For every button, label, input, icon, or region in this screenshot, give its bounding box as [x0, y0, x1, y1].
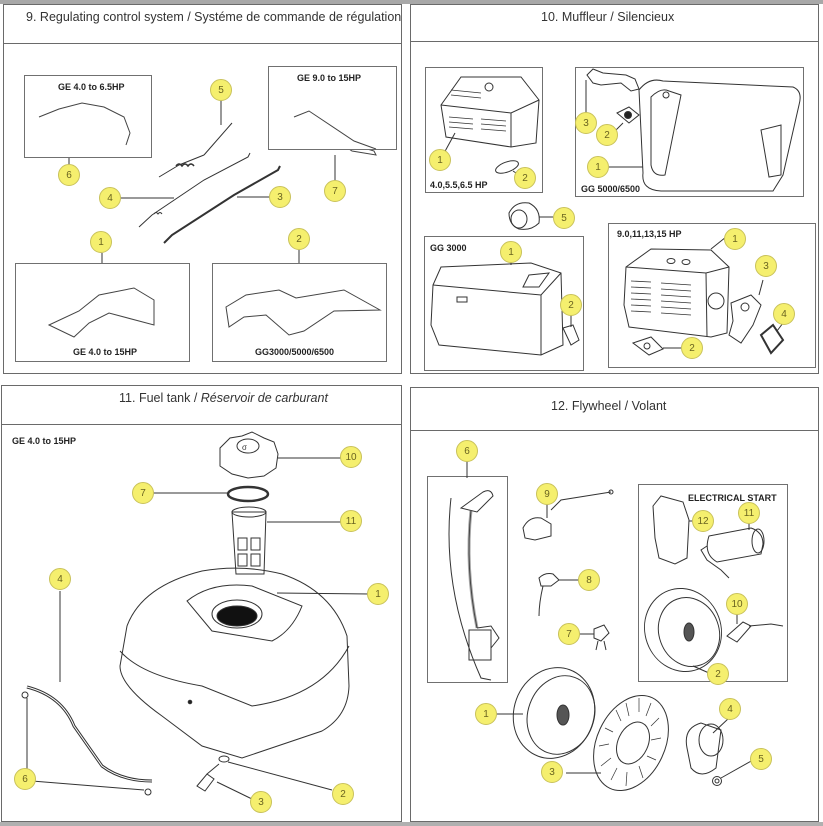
callout-4: 4 [719, 698, 741, 720]
panel-header: 12. Flywheel / Volant [411, 388, 818, 431]
callout-2: 2 [707, 663, 729, 685]
box-label: GG 3000 [430, 243, 467, 253]
fuel-tank-drawing: σ [2, 386, 403, 823]
callout-6: 6 [58, 164, 80, 186]
muffler-drawing [411, 5, 820, 375]
panel-fuel-tank: 11. Fuel tank / Réservoir de carburant G… [1, 385, 402, 822]
callout-2: 2 [681, 337, 703, 359]
callout-1: 1 [367, 583, 389, 605]
box-9-11-13-15hp: 9.0,11,13,15 HP [608, 223, 816, 368]
box-label: 4.0,5.5,6.5 HP [430, 180, 488, 190]
panel-title: 12. Flywheel / Volant [551, 399, 667, 413]
callout-3: 3 [575, 112, 597, 134]
callout-6: 6 [456, 440, 478, 462]
box-ge-9-15hp: GE 9.0 to 15HP [268, 66, 397, 150]
callout-11: 11 [738, 502, 760, 524]
callout-7: 7 [132, 482, 154, 504]
callout-2: 2 [332, 783, 354, 805]
panel-flywheel: 12. Flywheel / Volant ELECTRICAL START [410, 387, 819, 822]
callout-1: 1 [429, 149, 451, 171]
panel-title: 10. Muffleur / Silencieux [541, 10, 675, 24]
box-label: GG 5000/6500 [581, 184, 641, 194]
callout-5: 5 [210, 79, 232, 101]
panel-muffler: 10. Muffleur / Silencieux 4.0,5.5,6.5 HP… [410, 4, 819, 374]
callout-3: 3 [250, 791, 272, 813]
callout-7: 7 [324, 180, 346, 202]
panel-title: 9. Regulating control system / Systéme d… [26, 10, 402, 24]
box-label: GE 9.0 to 15HP [297, 73, 362, 83]
callout-3: 3 [755, 255, 777, 277]
callout-1: 1 [500, 241, 522, 263]
box-ge-4-15hp: GE 4.0 to 15HP [15, 263, 190, 362]
callout-4: 4 [49, 568, 71, 590]
callout-1: 1 [724, 228, 746, 250]
callout-1: 1 [90, 231, 112, 253]
callout-5: 5 [553, 207, 575, 229]
callout-8: 8 [578, 569, 600, 591]
box-label: GE 4.0 to 6.5HP [58, 82, 125, 92]
svg-text:σ: σ [242, 443, 247, 452]
callout-2: 2 [514, 167, 536, 189]
panel-header: 10. Muffleur / Silencieux [411, 5, 818, 42]
regulating-box-drawings [4, 5, 403, 375]
callout-2: 2 [288, 228, 310, 250]
callout-6: 6 [14, 768, 36, 790]
page-bottom-edge [0, 822, 823, 826]
box-gg3000-5000-6500: GG3000/5000/6500 [212, 263, 387, 362]
callout-5: 5 [750, 748, 772, 770]
callout-10: 10 [340, 446, 362, 468]
callout-3: 3 [269, 186, 291, 208]
page-top-edge [0, 0, 823, 4]
callout-2: 2 [596, 124, 618, 146]
box-label: GE 4.0 to 15HP [73, 347, 138, 357]
callout-4: 4 [773, 303, 795, 325]
model-label: GE 4.0 to 15HP [12, 436, 77, 446]
box-label: ELECTRICAL START [688, 493, 777, 503]
callout-3: 3 [541, 761, 563, 783]
panel-header: 9. Regulating control system / Systéme d… [4, 5, 401, 44]
callout-4: 4 [99, 187, 121, 209]
callout-12: 12 [692, 510, 714, 532]
panel-header: 11. Fuel tank / Réservoir de carburant [2, 386, 401, 425]
flywheel-drawing [411, 388, 820, 823]
callout-10: 10 [726, 593, 748, 615]
callout-9: 9 [536, 483, 558, 505]
panel-regulating-control-system: 9. Regulating control system / Systéme d… [3, 4, 402, 374]
box-label: 9.0,11,13,15 HP [617, 229, 682, 239]
callout-7: 7 [558, 623, 580, 645]
callout-1: 1 [475, 703, 497, 725]
box-ge-4-6.5hp: GE 4.0 to 6.5HP [24, 75, 152, 158]
callout-2: 2 [560, 294, 582, 316]
callout-11: 11 [340, 510, 362, 532]
panel-title: 11. Fuel tank / Réservoir de carburant [119, 391, 328, 405]
box-label: GG3000/5000/6500 [255, 347, 335, 357]
box-ignition-coil [427, 476, 508, 683]
callout-1: 1 [587, 156, 609, 178]
